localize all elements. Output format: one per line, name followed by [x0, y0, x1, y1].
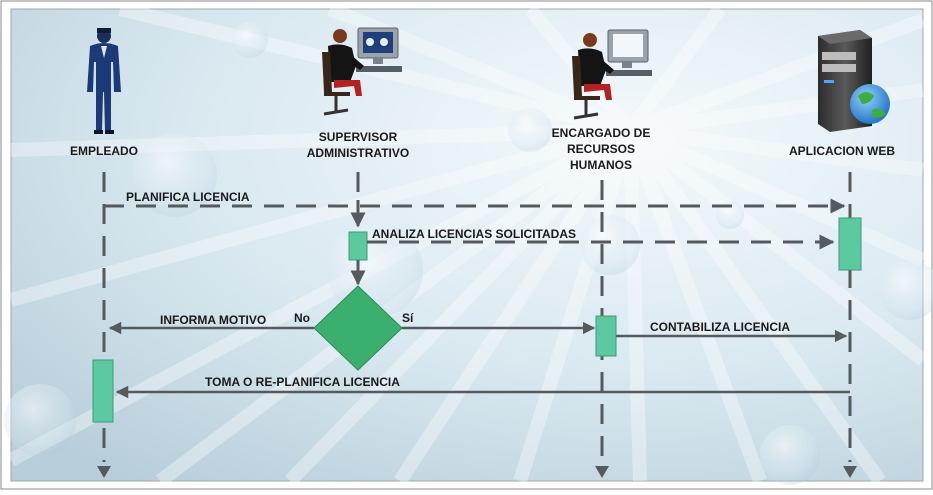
- actor-label-supervisor: SUPERVISOR: [319, 130, 398, 144]
- activation-rrhh: [595, 315, 617, 357]
- actor-label-web: APLICACION WEB: [789, 144, 895, 158]
- message-contabiliza-label: CONTABILIZA LICENCIA: [650, 320, 790, 334]
- activation-web: [838, 217, 862, 271]
- message-planifica-label: PLANIFICA LICENCIA: [126, 190, 250, 204]
- businessman-icon: [87, 28, 121, 134]
- lifeline-end-web: [843, 466, 857, 478]
- server-globe-icon: [818, 30, 890, 132]
- actor-label-empleado: EMPLEADO: [70, 144, 138, 158]
- person-at-computer-icon: [322, 27, 402, 116]
- message-analiza-label: ANALIZA LICENCIAS SOLICITADAS: [372, 227, 576, 241]
- activation-supervisor: [348, 231, 368, 261]
- decision-label-si: Sí: [402, 311, 414, 325]
- actor-label-rrhh: ENCARGADO DE: [552, 126, 651, 140]
- actor-label-rrhh: RECURSOS: [567, 142, 635, 156]
- message-toma-label: TOMA O RE-PLANIFICA LICENCIA: [205, 375, 400, 389]
- lifeline-end-rrhh: [595, 466, 609, 478]
- message-informa-label: INFORMA MOTIVO: [160, 313, 266, 327]
- decision-label-no: No: [294, 311, 310, 325]
- actor-label-rrhh: HUMANOS: [570, 158, 632, 172]
- decision-diamond: [313, 285, 403, 371]
- activation-empleado: [92, 359, 114, 423]
- lifeline-end-empleado: [97, 466, 111, 478]
- person-at-computer-icon: [572, 29, 652, 120]
- background-panel: [10, 8, 924, 482]
- actor-label-supervisor: ADMINISTRATIVO: [307, 146, 409, 160]
